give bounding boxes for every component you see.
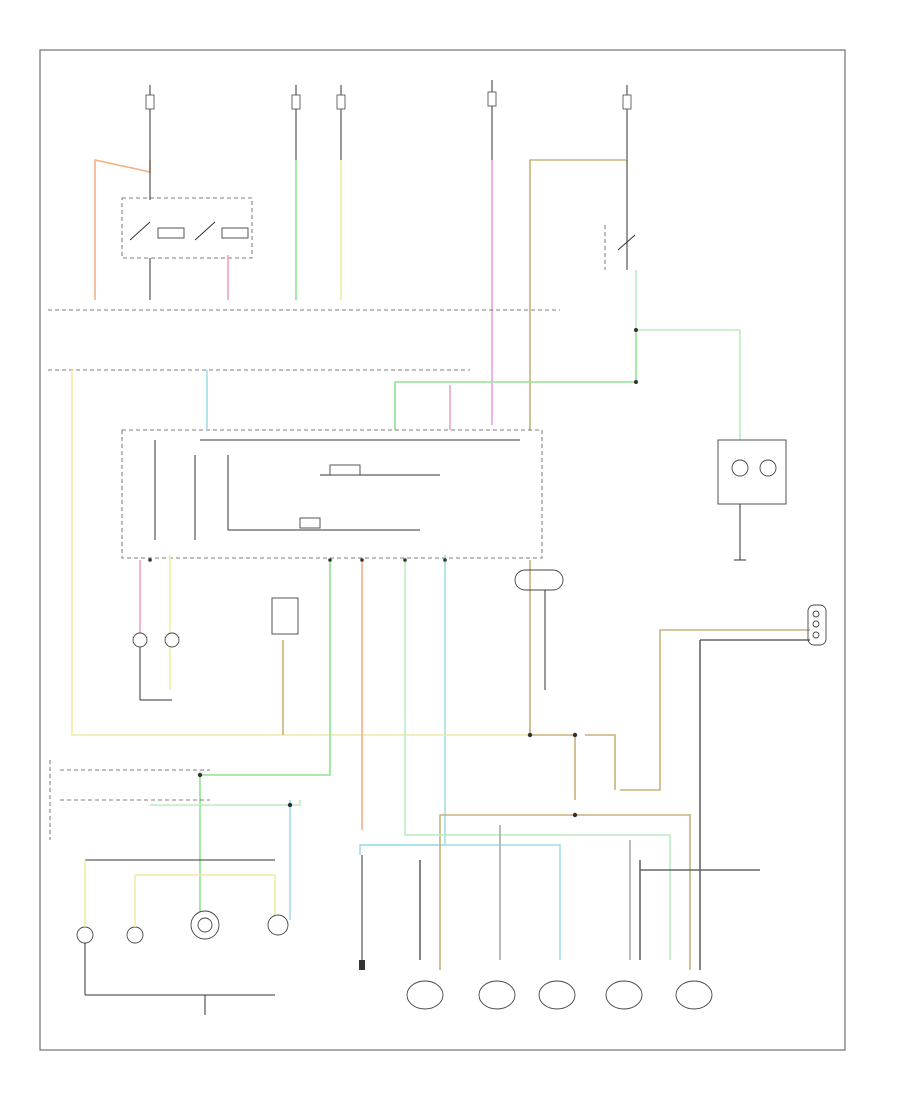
left-ground-connectors [49, 760, 210, 840]
right-front-lamp [76, 859, 289, 1015]
headlamp-switch [121, 197, 253, 259]
wire-green-brake-feed [394, 330, 637, 430]
wire-olive-feed [529, 159, 627, 430]
wire-grey [419, 639, 810, 970]
right-rear-lamp [605, 980, 713, 1010]
high-mount-lamp [717, 439, 787, 561]
wire-lightgreen-brake [635, 270, 741, 440]
wire-olive-main [282, 560, 576, 800]
flasher [271, 597, 299, 635]
wire-green-rear [199, 560, 331, 920]
wire-cyan [206, 370, 446, 855]
clearance-lamp [514, 569, 564, 690]
diagram-frame [39, 49, 846, 1051]
wire-yellow-main [71, 370, 530, 736]
trailer-connector [807, 604, 827, 646]
multifunction-switch [121, 429, 543, 559]
wire-pink-front [139, 385, 451, 640]
fuse-feeds [145, 80, 632, 160]
left-rear-lamp [406, 980, 576, 1010]
ground-terminal [359, 855, 365, 970]
brake-switch [604, 160, 636, 270]
left-front-lamp [132, 632, 180, 701]
